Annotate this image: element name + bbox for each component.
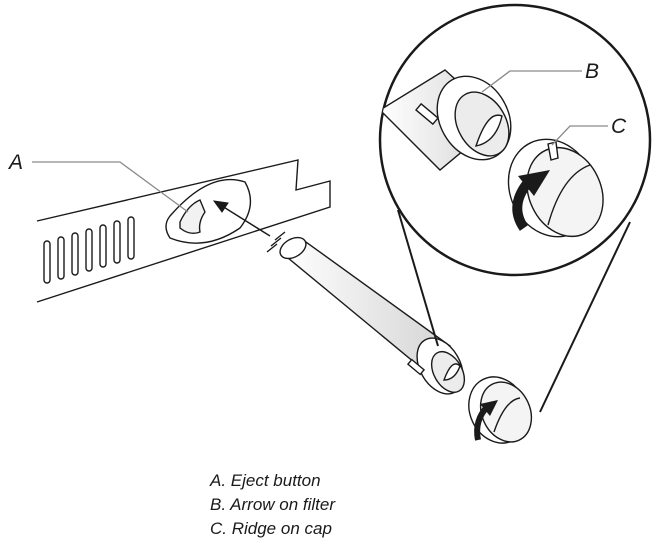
insert-arrow-icon <box>212 200 271 237</box>
magnified-rotation-arrow-icon <box>512 170 550 231</box>
filter-cap <box>468 376 533 444</box>
legend-item-c: C. Ridge on cap <box>210 519 332 538</box>
leader-b <box>481 70 582 93</box>
vent-slots <box>43 216 135 284</box>
leader-a <box>32 161 189 213</box>
legend-item-a: A. Eject button <box>210 471 321 490</box>
leader-c <box>551 125 608 146</box>
callout-leaders <box>32 70 608 213</box>
rotation-arrow-icon <box>474 400 498 441</box>
magnified-cap <box>507 138 604 238</box>
callout-b: B <box>585 60 599 83</box>
eject-button <box>179 199 206 235</box>
callout-a: A <box>7 151 23 174</box>
legend: A. Eject button B. Arrow on filter C. Ri… <box>210 469 335 541</box>
filter-housing-panel <box>36 159 331 303</box>
arrow-on-filter-icon <box>474 114 503 147</box>
legend-item-b: B. Arrow on filter <box>210 495 336 514</box>
magnified-detail-view <box>378 3 652 277</box>
water-filter-cartridge <box>266 231 466 395</box>
callout-c: C <box>611 115 627 138</box>
magnifier-connector-lines <box>397 209 631 413</box>
magnified-filter-end <box>380 69 512 171</box>
